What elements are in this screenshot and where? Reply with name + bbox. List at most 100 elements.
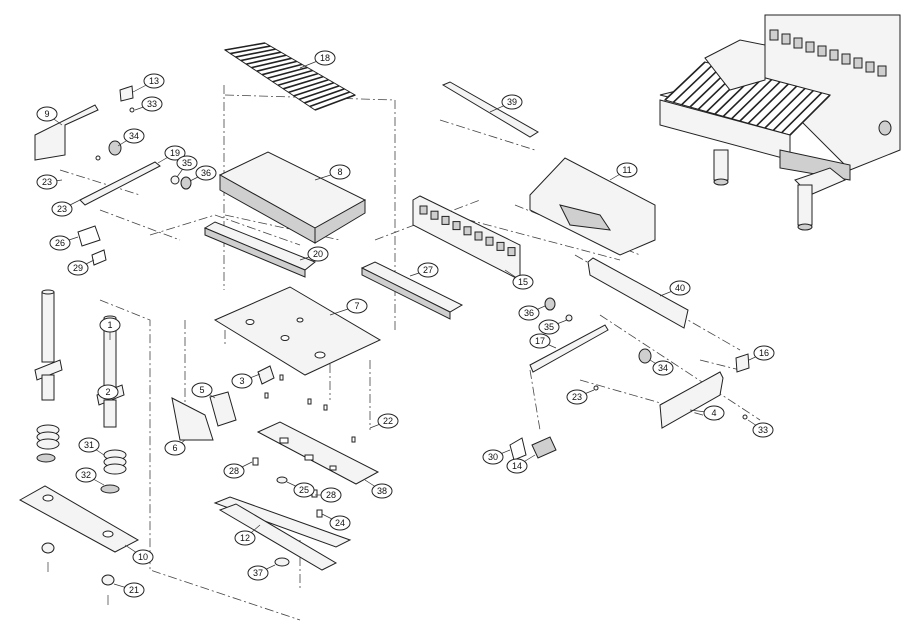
burner-panel-window xyxy=(496,241,505,251)
leader-lines xyxy=(46,57,765,591)
grate-slat xyxy=(293,82,335,97)
assembled-panel-window xyxy=(793,37,803,49)
callout-labels: 1234567891011121314151617181920212223232… xyxy=(36,50,775,598)
callout-35: 35 xyxy=(176,155,198,171)
callout-circle xyxy=(669,280,691,296)
base-rail-part xyxy=(213,496,352,571)
callout-number: 35 xyxy=(544,322,554,332)
callout-number: 10 xyxy=(138,552,148,562)
callout-circle xyxy=(293,482,315,498)
right-side-panel-part xyxy=(659,371,724,429)
callout-number: 40 xyxy=(675,283,685,293)
callout-number: 1 xyxy=(107,320,112,330)
callout-number: 16 xyxy=(759,348,769,358)
callout-28: 28 xyxy=(320,487,342,503)
callout-number: 12 xyxy=(240,533,250,543)
heat-shield-part xyxy=(529,157,656,256)
callout-21: 21 xyxy=(123,582,145,598)
callout-circle xyxy=(36,174,58,190)
channel-rail-part xyxy=(360,261,464,320)
burner-panel-window xyxy=(485,236,494,246)
grate-slat xyxy=(267,66,308,80)
callout-number: 35 xyxy=(182,158,192,168)
grate-slat xyxy=(240,51,282,62)
assembled-grate-slat xyxy=(764,87,806,129)
callout-number: 23 xyxy=(572,392,582,402)
callout-number: 14 xyxy=(512,461,522,471)
callout-number: 24 xyxy=(335,518,345,528)
bottom-bar-part xyxy=(18,485,140,553)
callout-circle xyxy=(97,384,119,400)
callout-number: 4 xyxy=(711,408,716,418)
callout-27: 27 xyxy=(417,262,439,278)
callout-number: 15 xyxy=(518,277,528,287)
bracket-16-part xyxy=(735,353,750,420)
grate-slat xyxy=(272,69,313,83)
small-fasteners-part xyxy=(252,457,323,567)
assembled-panel-window xyxy=(865,61,875,73)
front-rail-part xyxy=(203,221,316,278)
callout-circle xyxy=(616,162,638,178)
callout-19: 19 xyxy=(164,145,186,161)
assembled-grate-slat xyxy=(722,76,764,117)
callout-number: 33 xyxy=(147,99,157,109)
assembled-panel-window xyxy=(877,65,887,77)
callout-circle xyxy=(49,235,71,251)
grate-slat xyxy=(277,72,319,87)
callout-circle xyxy=(141,96,163,112)
top-grate-part xyxy=(223,42,357,111)
assembled-panel-window xyxy=(841,53,851,65)
burner-panel-part xyxy=(412,195,521,281)
callout-31: 31 xyxy=(78,437,100,453)
callout-number: 21 xyxy=(129,585,139,595)
assembled-grate-slat xyxy=(781,92,823,134)
callout-11: 11 xyxy=(616,162,638,178)
left-shaft-part xyxy=(79,161,161,206)
assembled-grate-slat xyxy=(731,79,773,120)
callout-20: 20 xyxy=(307,246,329,262)
callout-number: 28 xyxy=(229,466,239,476)
grate-slat xyxy=(256,60,297,72)
callout-number: 31 xyxy=(84,440,94,450)
callout-circle xyxy=(529,333,551,349)
callout-37: 37 xyxy=(247,565,269,581)
control-plate-part xyxy=(256,421,380,485)
grate-slat xyxy=(298,85,340,101)
knob-left-part xyxy=(95,140,122,161)
callout-23: 23 xyxy=(566,389,588,405)
callout-29: 29 xyxy=(67,260,89,276)
knob-right-part xyxy=(544,297,652,391)
callout-34: 34 xyxy=(123,128,145,144)
grate-slat xyxy=(314,94,356,111)
callout-circle xyxy=(329,515,351,531)
callout-circle xyxy=(143,73,165,89)
grate-slat xyxy=(283,75,324,90)
bracket-3-part xyxy=(257,365,356,443)
callout-circle xyxy=(346,298,368,314)
long-strip-part xyxy=(587,257,689,329)
assembled-grate-slat xyxy=(789,94,831,136)
assembled-panel-window xyxy=(853,57,863,69)
callout-number: 8 xyxy=(337,167,342,177)
callout-number: 34 xyxy=(129,131,139,141)
callout-10: 10 xyxy=(132,549,154,565)
callout-circle xyxy=(417,262,439,278)
callout-circle xyxy=(123,582,145,598)
assembled-grate-slat xyxy=(756,85,798,127)
grate-slat xyxy=(261,63,303,76)
callout-23: 23 xyxy=(51,201,73,217)
callout-number: 5 xyxy=(199,385,204,395)
callout-24: 24 xyxy=(329,515,351,531)
callout-number: 25 xyxy=(299,485,309,495)
assembled-grate-slat xyxy=(747,83,789,124)
bracket-13-part xyxy=(119,85,135,113)
washer-left-part xyxy=(170,175,192,190)
burner-panel-window xyxy=(419,205,428,215)
callout-number: 19 xyxy=(170,148,180,158)
burner-panel-window xyxy=(430,210,439,220)
clip-30-part xyxy=(509,437,527,461)
callout-26: 26 xyxy=(49,235,71,251)
grate-slat xyxy=(251,57,292,69)
callout-number: 17 xyxy=(535,336,545,346)
assembled-panel-window xyxy=(781,33,791,45)
